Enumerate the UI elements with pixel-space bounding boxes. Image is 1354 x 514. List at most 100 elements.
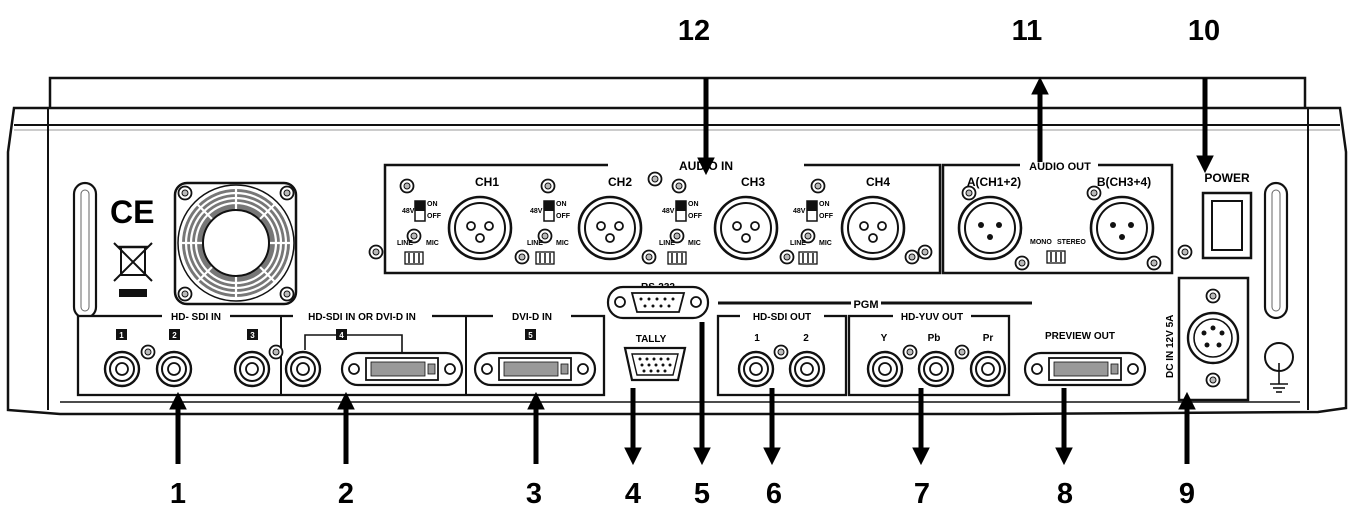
hd-sdi-in-label: HD- SDI IN — [171, 312, 221, 323]
dvi-d-in-4-port[interactable] — [340, 351, 464, 387]
right-vent-slot — [1263, 181, 1289, 320]
ch4-label: CH4 — [866, 175, 890, 189]
arrow-12 — [697, 78, 715, 176]
power-switch[interactable] — [1201, 191, 1253, 260]
callout-6: 6 — [766, 478, 782, 509]
dc-in-label: DC IN 12V 5A — [1165, 315, 1176, 378]
svg-text:48V: 48V — [793, 208, 806, 215]
hd-yuv-out-y-bnc[interactable] — [866, 350, 904, 388]
preview-out-label: PREVIEW OUT — [1045, 331, 1115, 342]
svg-text:48V: 48V — [662, 208, 675, 215]
svg-text:Pb: Pb — [928, 333, 941, 344]
arrow-10 — [1196, 78, 1214, 174]
svg-text:MIC: MIC — [556, 240, 569, 247]
power-label: POWER — [1204, 171, 1250, 185]
ch2-xlr-input[interactable] — [577, 195, 643, 261]
svg-text:ON: ON — [427, 201, 438, 208]
ch3-line-mic-switch[interactable] — [667, 251, 687, 265]
ch1-phantom-switch[interactable] — [414, 200, 426, 222]
ch3-xlr-input[interactable] — [713, 195, 779, 261]
hd-sdi-or-dvi-in-label: HD-SDI IN OR DVI-D IN — [308, 312, 416, 323]
dc-in-connector[interactable] — [1186, 311, 1240, 365]
audio-out-b-xlr[interactable] — [1089, 195, 1155, 261]
callout-10: 10 — [1188, 15, 1220, 47]
svg-text:OFF: OFF — [556, 213, 571, 220]
svg-text:MIC: MIC — [688, 240, 701, 247]
svg-text:LINE: LINE — [790, 240, 806, 247]
svg-text:1: 1 — [119, 331, 124, 340]
callout-8: 8 — [1057, 478, 1073, 509]
ch2-phantom-switch[interactable] — [543, 200, 555, 222]
callout-5: 5 — [694, 478, 710, 509]
arrow-2 — [337, 391, 355, 464]
arrow-7 — [912, 388, 930, 466]
callout-2: 2 — [338, 478, 354, 509]
ch1-line-mic-switch[interactable] — [404, 251, 424, 265]
arrow-6 — [763, 388, 781, 466]
callout-7: 7 — [914, 478, 930, 509]
callout-12: 12 — [678, 15, 710, 47]
svg-text:5: 5 — [528, 331, 533, 340]
arrow-11 — [1031, 76, 1049, 162]
ch4-phantom-switch[interactable] — [806, 200, 818, 222]
hd-sdi-out-2-bnc[interactable] — [788, 350, 826, 388]
hd-yuv-out-pr-bnc[interactable] — [969, 350, 1007, 388]
svg-text:LINE: LINE — [659, 240, 675, 247]
svg-text:2: 2 — [803, 333, 809, 344]
weee-bin-icon — [113, 242, 153, 297]
hd-sdi-out-1-bnc[interactable] — [737, 350, 775, 388]
pgm-label: PGM — [853, 299, 878, 311]
ch2-line-mic-switch[interactable] — [535, 251, 555, 265]
preview-out-dvi-port[interactable] — [1023, 351, 1147, 387]
out-a-label: A(CH1+2) — [967, 175, 1021, 189]
svg-text:MIC: MIC — [819, 240, 832, 247]
ch1-label: CH1 — [475, 175, 499, 189]
hd-sdi-out-label: HD-SDI OUT — [753, 312, 811, 323]
mono-stereo-switch[interactable] — [1046, 250, 1066, 264]
tally-port[interactable] — [623, 346, 687, 382]
callout-11: 11 — [1012, 15, 1043, 47]
hd-yuv-out-pb-bnc[interactable] — [917, 350, 955, 388]
arrow-5 — [693, 322, 711, 466]
svg-text:3: 3 — [250, 331, 255, 340]
svg-text:MONO: MONO — [1030, 239, 1052, 246]
ch2-label: CH2 — [608, 175, 632, 189]
svg-text:OFF: OFF — [427, 213, 442, 220]
svg-text:LINE: LINE — [397, 240, 413, 247]
hd-yuv-out-label: HD-YUV OUT — [901, 312, 963, 323]
hd-sdi-in-2-bnc[interactable] — [155, 350, 193, 388]
cooling-fan — [173, 181, 298, 306]
callout-9: 9 — [1179, 478, 1195, 509]
arrow-4 — [624, 388, 642, 466]
svg-text:48V: 48V — [402, 208, 415, 215]
hd-sdi-in-1-bnc[interactable] — [103, 350, 141, 388]
svg-text:Y: Y — [881, 333, 888, 344]
callout-1: 1 — [170, 478, 186, 509]
ch1-xlr-input[interactable] — [447, 195, 513, 261]
ch4-xlr-input[interactable] — [840, 195, 906, 261]
svg-text:48V: 48V — [530, 208, 543, 215]
out-b-label: B(CH3+4) — [1097, 175, 1151, 189]
svg-text:ON: ON — [819, 201, 830, 208]
hd-sdi-in-3-bnc[interactable] — [233, 350, 271, 388]
arrow-1 — [169, 391, 187, 464]
tally-label: TALLY — [636, 334, 667, 345]
svg-text:4: 4 — [339, 331, 344, 340]
svg-text:ON: ON — [688, 201, 699, 208]
audio-out-a-xlr[interactable] — [957, 195, 1023, 261]
rs232-port[interactable] — [606, 285, 710, 320]
svg-text:OFF: OFF — [819, 213, 834, 220]
left-vent-slot — [72, 181, 98, 320]
dvi-d-in-5-port[interactable] — [473, 351, 597, 387]
ch4-line-mic-switch[interactable] — [798, 251, 818, 265]
audio-out-label: AUDIO OUT — [1029, 161, 1091, 173]
dvi-d-in-label: DVI-D IN — [512, 312, 552, 323]
svg-text:OFF: OFF — [688, 213, 703, 220]
svg-text:1: 1 — [754, 333, 760, 344]
hd-sdi-in-4-bnc[interactable] — [284, 350, 322, 388]
arrow-3 — [527, 391, 545, 464]
ch3-label: CH3 — [741, 175, 765, 189]
ch3-phantom-switch[interactable] — [675, 200, 687, 222]
